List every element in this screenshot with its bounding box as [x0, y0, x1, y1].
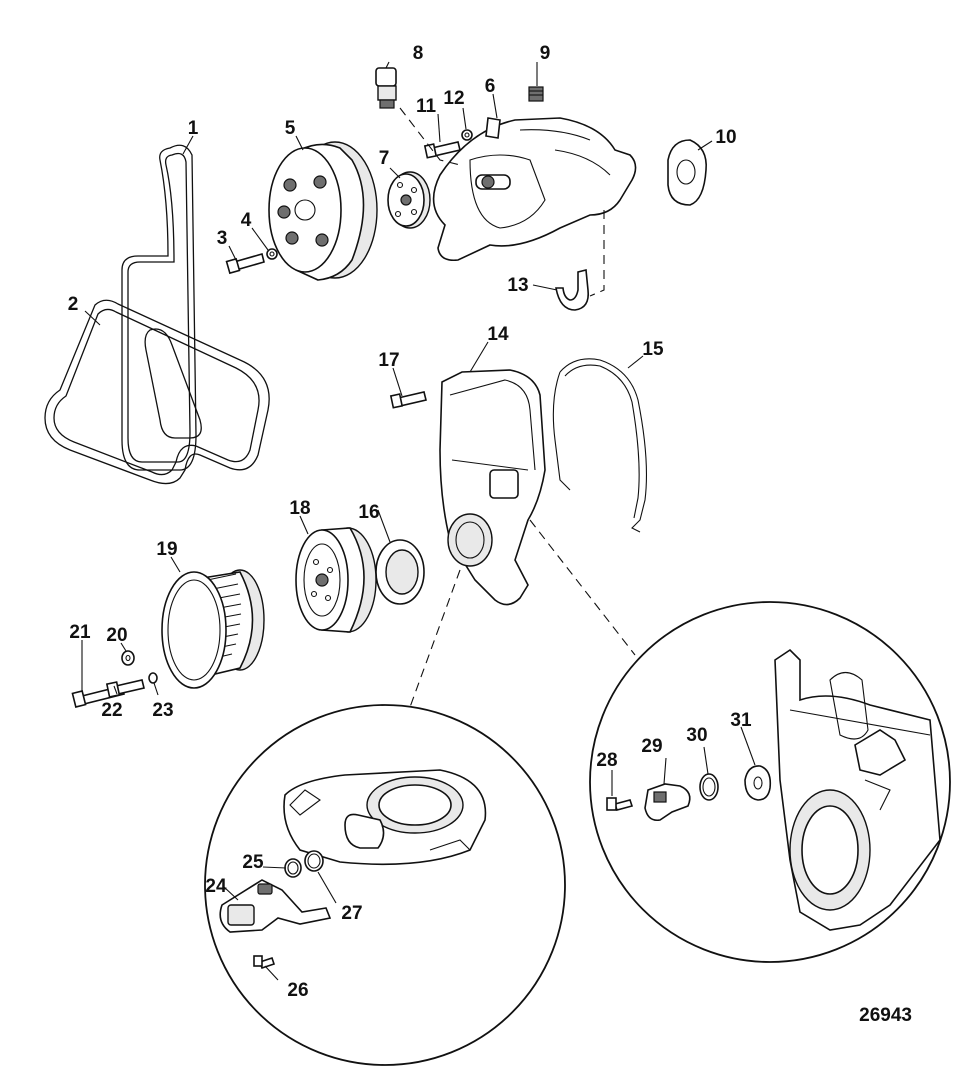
- timing-cover-gasket-15: [552, 358, 648, 533]
- pump-gasket-10: [667, 139, 707, 206]
- callout-14: 14: [487, 324, 509, 345]
- bolt-17: [389, 391, 427, 409]
- crankshaft-seal-16: [375, 539, 425, 605]
- callout-5: 5: [285, 118, 296, 139]
- callout-10: 10: [715, 127, 736, 148]
- callout-3: 3: [217, 228, 228, 249]
- washer-20: [121, 650, 135, 666]
- pulley-hub-7: [387, 171, 431, 229]
- callout-17: 17: [378, 350, 399, 371]
- callout-13: 13: [507, 275, 528, 296]
- washer-23: [148, 672, 158, 684]
- bolt-3: [225, 253, 265, 275]
- callout-30: 30: [686, 725, 707, 746]
- callout-26: 26: [287, 980, 308, 1001]
- callout-19: 19: [156, 539, 177, 560]
- callout-25: 25: [242, 852, 264, 873]
- bolt-11: [423, 141, 461, 159]
- detail-view-left: [204, 704, 566, 1066]
- callout-15: 15: [642, 339, 664, 360]
- callout-20: 20: [106, 625, 127, 646]
- callout-22: 22: [101, 700, 122, 721]
- callout-12: 12: [443, 88, 464, 109]
- bolt-22: [105, 679, 145, 698]
- washer-4: [266, 248, 278, 260]
- callout-31: 31: [730, 710, 752, 731]
- callout-11: 11: [416, 96, 437, 117]
- callout-27: 27: [341, 903, 362, 924]
- callout-8: 8: [413, 43, 424, 64]
- callout-7: 7: [379, 148, 390, 169]
- callout-24: 24: [205, 876, 227, 897]
- hose-fitting-8: [375, 67, 397, 109]
- serpentine-belt-2: [44, 299, 270, 485]
- callout-1: 1: [188, 118, 199, 139]
- callout-4: 4: [241, 210, 252, 231]
- callout-16: 16: [358, 502, 379, 523]
- callout-18: 18: [289, 498, 310, 519]
- callout-9: 9: [540, 43, 551, 64]
- timing-cover-14: [439, 369, 546, 606]
- callout-29: 29: [641, 736, 662, 757]
- pipe-plug-9: [528, 86, 544, 102]
- water-pump-pulley-5: [268, 141, 378, 281]
- callout-23: 23: [152, 700, 173, 721]
- callout-6: 6: [485, 76, 496, 97]
- harmonic-balancer-18: [295, 527, 377, 633]
- callout-2: 2: [68, 294, 79, 315]
- water-pump-6: [432, 117, 637, 262]
- figure-number: 26943: [859, 1005, 912, 1026]
- washer-12: [461, 129, 473, 141]
- crankshaft-pulley-19: [161, 569, 265, 689]
- callout-numbers: 1 2 3 4 5 6 7 8 9 10 11 12 13 14 15 16 1…: [68, 43, 752, 1001]
- callout-leaders: [81, 61, 756, 981]
- serpentine-belt-1: [121, 144, 197, 471]
- callout-21: 21: [69, 622, 91, 643]
- hose-clip-13: [555, 268, 590, 311]
- detail-view-right: [589, 601, 951, 963]
- callout-28: 28: [596, 750, 617, 771]
